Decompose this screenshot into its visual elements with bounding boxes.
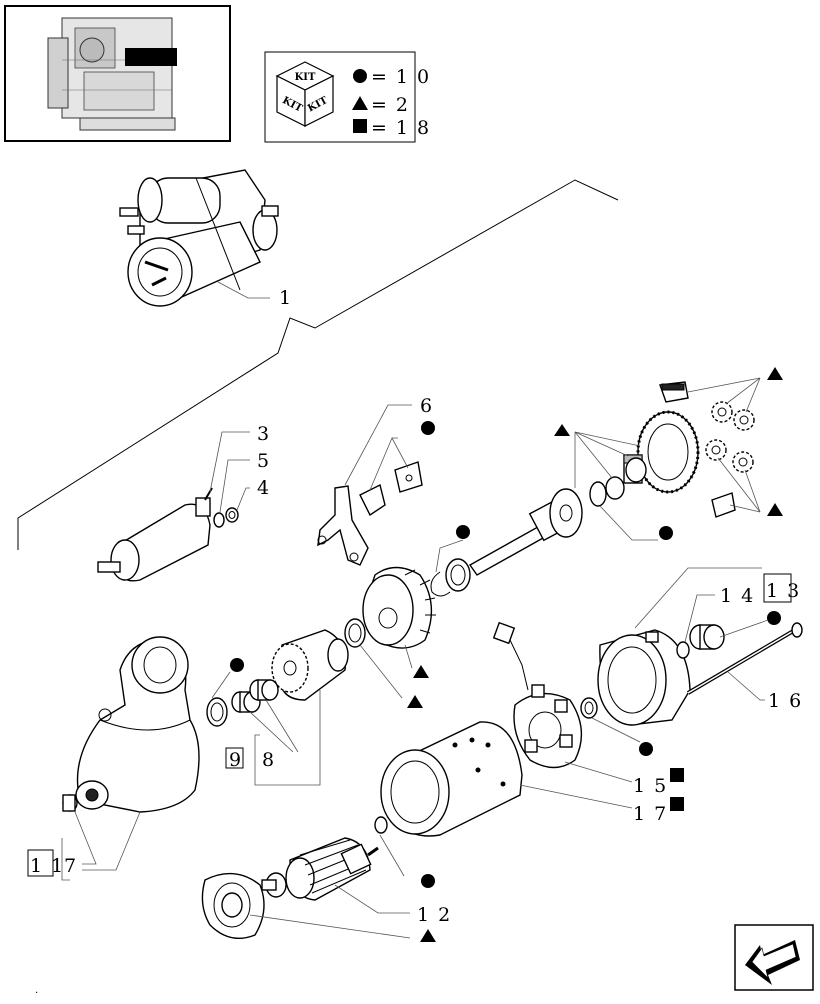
drive-shaft[interactable] bbox=[468, 488, 583, 576]
circle-icon bbox=[421, 874, 435, 888]
shift-lever[interactable] bbox=[317, 485, 369, 566]
callout-14: 14 bbox=[720, 585, 762, 607]
circle-icon bbox=[230, 658, 244, 672]
engine-illustration bbox=[47, 17, 176, 131]
exploded-view-bracket bbox=[17, 179, 619, 550]
callout-6: 6 bbox=[420, 395, 441, 417]
callout-17: 17 bbox=[633, 803, 675, 825]
drive-pinion[interactable] bbox=[271, 629, 349, 701]
cover-bushing[interactable] bbox=[676, 641, 690, 659]
next-page-arrow-button[interactable] bbox=[734, 924, 814, 991]
circle-icon bbox=[456, 525, 470, 539]
housing-seal[interactable] bbox=[344, 618, 366, 648]
legend-circle-value: =10 bbox=[371, 66, 438, 88]
pinion-ring[interactable] bbox=[206, 697, 228, 727]
kit-label-top: KIT bbox=[295, 72, 316, 83]
starter-motor-assembly[interactable] bbox=[119, 169, 279, 307]
ring-gear[interactable] bbox=[636, 410, 700, 494]
solenoid[interactable] bbox=[97, 487, 213, 582]
footer-mark: . bbox=[35, 985, 38, 996]
planet-gear-4[interactable] bbox=[732, 451, 754, 473]
intermediate-housing[interactable] bbox=[362, 566, 436, 649]
planet-gear-3[interactable] bbox=[705, 439, 727, 461]
engine-thumbnail[interactable] bbox=[4, 5, 231, 142]
callout-4: 4 bbox=[257, 477, 278, 499]
square-icon bbox=[670, 768, 684, 782]
brush-holder-clip[interactable] bbox=[580, 697, 598, 719]
circle-icon bbox=[421, 421, 435, 435]
callout-12: 12 bbox=[417, 904, 459, 926]
callout-16: 16 bbox=[768, 690, 810, 712]
callout-13: 13 bbox=[766, 580, 808, 602]
field-frame[interactable] bbox=[380, 721, 523, 837]
drive-end-bushing[interactable] bbox=[62, 794, 78, 812]
callout-11: 11 bbox=[30, 855, 72, 877]
callout-15: 15 bbox=[633, 775, 675, 797]
gear-pad-bottom[interactable] bbox=[711, 492, 736, 518]
circle-icon bbox=[353, 69, 367, 83]
planet-gear-1[interactable] bbox=[711, 401, 733, 423]
square-icon bbox=[353, 119, 367, 133]
triangle-icon bbox=[767, 503, 783, 516]
circle-icon bbox=[659, 526, 673, 540]
square-icon bbox=[670, 797, 684, 811]
solenoid-nut-4[interactable] bbox=[225, 507, 239, 523]
circle-icon bbox=[767, 611, 781, 625]
shaft-ring[interactable] bbox=[589, 476, 625, 507]
triangle-icon bbox=[413, 665, 429, 678]
legend-triangle-value: =2 bbox=[371, 94, 417, 116]
callout-8: 8 bbox=[262, 749, 283, 771]
brush-lead-terminal[interactable] bbox=[492, 621, 529, 691]
arrow-icon bbox=[745, 940, 800, 985]
highlight-starter-area bbox=[125, 48, 177, 66]
gear-pad-top[interactable] bbox=[659, 381, 689, 403]
pinion-bushing-1[interactable] bbox=[231, 691, 261, 713]
through-bolt[interactable] bbox=[686, 622, 803, 695]
brush-holder[interactable] bbox=[513, 684, 583, 769]
triangle-icon bbox=[767, 367, 783, 380]
kit-box-icon: KIT KIT KIT bbox=[275, 61, 335, 127]
callout-3: 3 bbox=[257, 423, 278, 445]
callout-9: 9 bbox=[229, 749, 250, 771]
cover-bearing[interactable] bbox=[689, 624, 725, 650]
legend-square-value: =18 bbox=[371, 117, 438, 139]
bearing-plate[interactable] bbox=[201, 872, 265, 939]
callout-5: 5 bbox=[257, 450, 278, 472]
commutator-end-cover[interactable] bbox=[597, 629, 691, 726]
pivot-pin[interactable] bbox=[359, 483, 386, 517]
triangle-icon bbox=[554, 424, 570, 436]
gear-spacer[interactable] bbox=[623, 454, 647, 484]
retaining-clip[interactable] bbox=[430, 558, 471, 597]
frame-washer[interactable] bbox=[374, 816, 388, 834]
lever-bracket[interactable] bbox=[394, 461, 423, 493]
planet-gear-2[interactable] bbox=[733, 409, 755, 431]
callout-1: 1 bbox=[279, 287, 300, 309]
triangle-icon bbox=[420, 929, 436, 942]
circle-icon bbox=[639, 742, 653, 756]
triangle-icon bbox=[407, 695, 423, 708]
pinion-bushing-2[interactable] bbox=[249, 679, 279, 701]
solenoid-washer-5[interactable] bbox=[213, 512, 225, 528]
drive-end-housing[interactable] bbox=[75, 636, 200, 813]
callout-7: 7 bbox=[64, 855, 85, 877]
triangle-icon bbox=[352, 96, 368, 110]
kit-legend: KIT KIT KIT =10 =2 =18 bbox=[264, 51, 438, 143]
armature[interactable] bbox=[261, 837, 379, 901]
